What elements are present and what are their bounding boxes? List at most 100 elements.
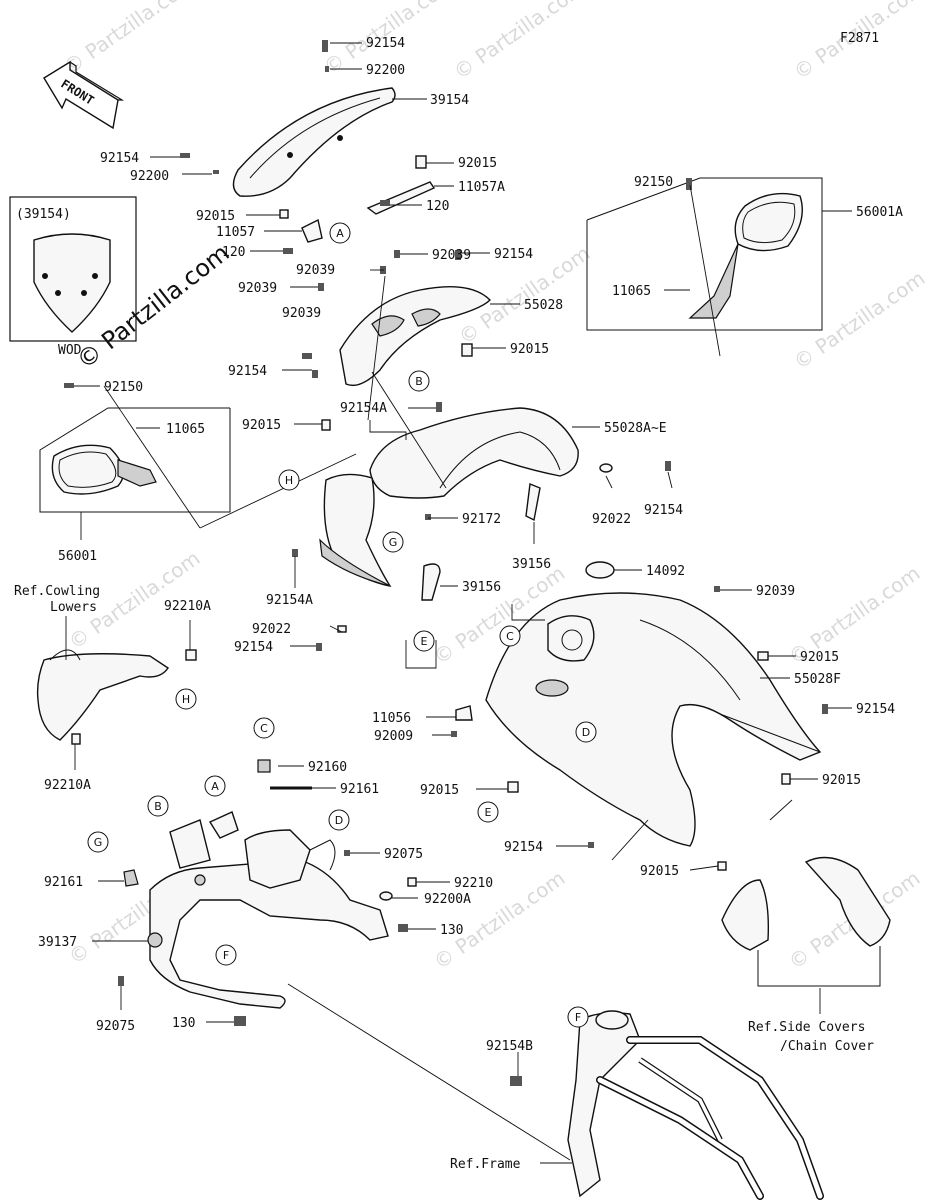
side-covers-ref	[721, 856, 891, 987]
reference-label: Ref.Frame	[450, 1157, 521, 1172]
callout-circle: F	[567, 1006, 589, 1028]
part-label: 92154	[366, 36, 405, 51]
part-label: 92075	[96, 1019, 135, 1034]
side-cowl-left	[319, 473, 392, 588]
watermark: © Partzilla.com	[59, 0, 199, 79]
inset-windshield-variant: (39154) WOD	[9, 196, 137, 358]
callout-circle: H	[278, 469, 300, 491]
svg-text:H: H	[182, 693, 190, 706]
part-label: 55028A~E	[604, 421, 667, 436]
callout-circle: B	[147, 795, 169, 817]
part-labels: 92154 92200 39154 92154 92200 92015 1105…	[38, 36, 903, 1054]
grommet	[585, 561, 615, 579]
part-label: 92154	[644, 503, 683, 518]
part-label: 14092	[646, 564, 685, 579]
cowl-stay-bracket	[147, 811, 389, 1009]
inset-title: (39154)	[16, 207, 71, 222]
part-label: 39137	[38, 935, 77, 950]
windshield-brackets	[279, 155, 436, 243]
part-label: 56001	[58, 549, 97, 564]
svg-text:G: G	[389, 536, 398, 549]
frame-ref	[567, 1010, 824, 1200]
part-label: 55028	[524, 298, 563, 313]
part-label: 92039	[432, 248, 471, 263]
part-label: 92154A	[340, 401, 387, 416]
variant-code: WOD	[58, 343, 82, 358]
callout-circle: G	[382, 531, 404, 553]
mirror-right	[586, 177, 823, 331]
windshield	[232, 87, 396, 197]
svg-text:D: D	[582, 726, 590, 739]
inner-cowl-upper	[339, 285, 491, 387]
part-label: 92009	[374, 729, 413, 744]
part-label: 55028F	[794, 672, 841, 687]
part-label: 120	[426, 199, 449, 214]
callout-circle: B	[408, 370, 430, 392]
watermark: © Partzilla.com	[429, 866, 569, 974]
part-label: 92039	[238, 281, 277, 296]
part-label: 92015	[640, 864, 679, 879]
reference-labels: Ref.Cowling Lowers Ref.Side Covers /Chai…	[14, 584, 874, 1172]
part-label: 92210A	[44, 778, 91, 793]
part-label: 92200	[366, 63, 405, 78]
part-label: 92150	[104, 380, 143, 395]
part-label: 11056	[372, 711, 411, 726]
part-label: 92015	[510, 342, 549, 357]
svg-text:A: A	[336, 227, 344, 240]
upper-cowl	[369, 407, 579, 499]
reference-label: /Chain Cover	[780, 1039, 874, 1054]
callout-circle: D	[575, 721, 597, 743]
part-label: 92161	[340, 782, 379, 797]
hardware-bits	[64, 40, 828, 1086]
part-label: 11057	[216, 225, 255, 240]
part-label: 39156	[512, 557, 551, 572]
callout-circle: E	[477, 801, 499, 823]
part-label: 11057A	[458, 180, 505, 195]
part-label: 39154	[430, 93, 469, 108]
callout-circle: E	[413, 630, 435, 652]
part-label: 92022	[592, 512, 631, 527]
part-label: 92200	[130, 169, 169, 184]
part-label: 92015	[242, 418, 281, 433]
part-label: 92210	[454, 876, 493, 891]
watermark: © Partzilla.com	[449, 0, 589, 84]
part-label: 92015	[458, 156, 497, 171]
tank-cover	[485, 592, 822, 847]
part-label: 92015	[420, 783, 459, 798]
callouts: A B H G E C D H E C A B D G F F	[87, 222, 597, 1028]
front-arrow-icon: FRONT	[43, 60, 125, 130]
svg-text:H: H	[285, 474, 293, 487]
reference-label: Ref.Cowling	[14, 584, 100, 599]
part-label: 92039	[282, 306, 321, 321]
part-label: 92210A	[164, 599, 211, 614]
part-label: 11065	[612, 284, 651, 299]
part-label: 92154	[100, 151, 139, 166]
part-label: 92160	[308, 760, 347, 775]
part-label: 92015	[800, 650, 839, 665]
svg-text:G: G	[94, 836, 103, 849]
callout-circle: C	[253, 717, 275, 739]
mirror-left	[39, 407, 231, 513]
part-label: 92075	[384, 847, 423, 862]
figure-code: F2871	[840, 31, 879, 46]
svg-text:E: E	[485, 806, 492, 819]
part-label: 130	[172, 1016, 195, 1031]
callout-circle: H	[175, 688, 197, 710]
part-label: 92154	[856, 702, 895, 717]
callout-circle: G	[87, 831, 109, 853]
part-label: 92150	[634, 175, 673, 190]
svg-text:E: E	[421, 635, 428, 648]
svg-text:B: B	[415, 375, 423, 388]
part-label: 92039	[756, 584, 795, 599]
svg-text:A: A	[211, 780, 219, 793]
svg-text:F: F	[223, 949, 229, 962]
part-label: 92154A	[266, 593, 313, 608]
leader-lines	[65, 42, 852, 1164]
part-label: 92154B	[486, 1039, 533, 1054]
svg-text:B: B	[154, 800, 162, 813]
svg-text:C: C	[506, 630, 514, 643]
part-label: 92154	[228, 364, 267, 379]
svg-text:D: D	[335, 814, 343, 827]
